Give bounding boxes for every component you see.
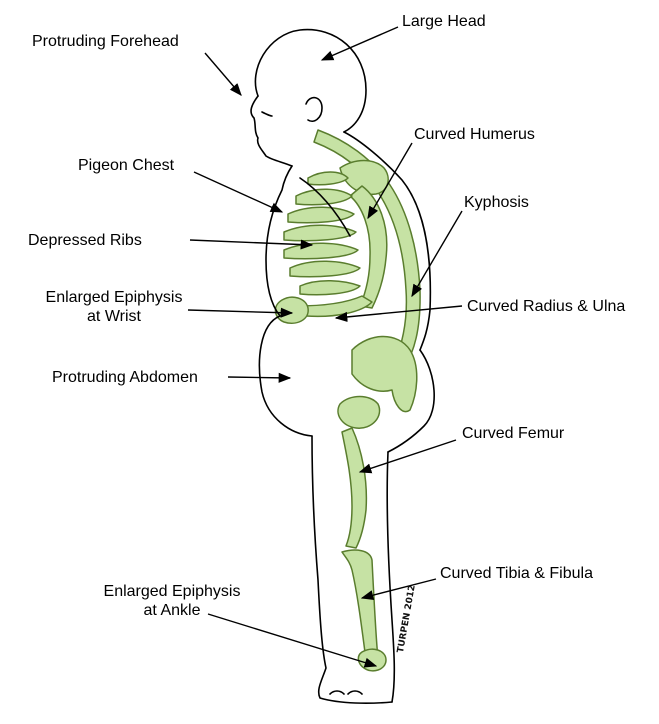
arrow-curved-femur bbox=[358, 439, 457, 474]
wrist-epiphysis bbox=[274, 296, 309, 324]
label-enlarged-epiphysis-ankle: Enlarged Epiphysis at Ankle bbox=[88, 582, 256, 620]
label-large-head: Large Head bbox=[402, 13, 486, 30]
arrow-kyphosis bbox=[411, 210, 463, 298]
leader-arrows bbox=[187, 26, 463, 668]
body-outline bbox=[250, 28, 435, 704]
label-curved-radius-ulna: Curved Radius & Ulna bbox=[467, 298, 626, 315]
label-enlarged-epiphysis-wrist-line2: at Wrist bbox=[87, 308, 141, 325]
label-enlarged-epiphysis-wrist-line1: Enlarged Epiphysis bbox=[45, 289, 183, 306]
label-pigeon-chest: Pigeon Chest bbox=[78, 157, 175, 174]
pelvis-bone bbox=[351, 335, 418, 413]
arrow-enlarged-epiphysis-ankle bbox=[207, 613, 378, 668]
label-kyphosis: Kyphosis bbox=[464, 194, 529, 211]
arrow-protruding-forehead bbox=[204, 52, 242, 96]
arrow-protruding-abdomen bbox=[227, 372, 292, 383]
arrow-depressed-ribs bbox=[189, 239, 314, 250]
arrow-large-head bbox=[320, 26, 399, 61]
label-protruding-forehead: Protruding Forehead bbox=[32, 33, 179, 50]
knee-bone bbox=[337, 395, 381, 429]
label-curved-humerus: Curved Humerus bbox=[414, 126, 535, 143]
arrow-curved-humerus bbox=[367, 142, 413, 220]
skeleton bbox=[274, 129, 421, 672]
label-depressed-ribs: Depressed Ribs bbox=[28, 232, 142, 249]
tibia-fibula-bone bbox=[341, 549, 379, 661]
label-protruding-abdomen: Protruding Abdomen bbox=[52, 369, 198, 386]
label-curved-femur: Curved Femur bbox=[462, 425, 565, 442]
label-enlarged-epiphysis-ankle-line2: at Ankle bbox=[143, 602, 201, 619]
ribs bbox=[283, 171, 361, 296]
label-enlarged-epiphysis-ankle-line1: Enlarged Epiphysis bbox=[103, 583, 241, 600]
ankle-epiphysis bbox=[357, 648, 387, 672]
label-curved-tibia-fibula: Curved Tibia & Fibula bbox=[440, 565, 593, 582]
label-enlarged-epiphysis-wrist: Enlarged Epiphysis at Wrist bbox=[30, 288, 198, 326]
arrow-curved-tibia-fibula bbox=[360, 578, 437, 601]
arrow-curved-radius-ulna bbox=[334, 305, 463, 322]
arrow-enlarged-epiphysis-wrist bbox=[187, 307, 294, 318]
femur-bone bbox=[341, 427, 368, 549]
arrow-pigeon-chest bbox=[193, 171, 284, 213]
